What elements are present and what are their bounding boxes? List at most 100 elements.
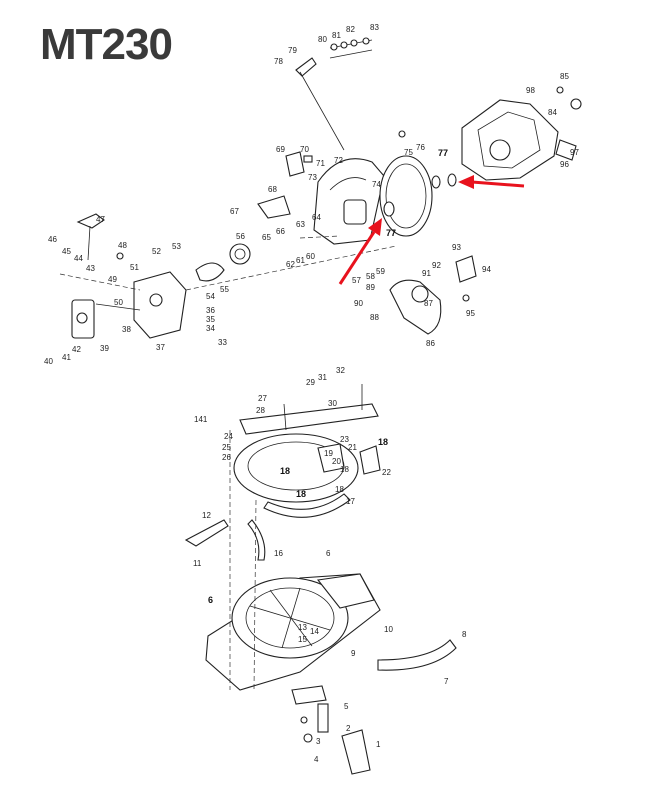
callout-label: 4 <box>314 755 319 764</box>
callout-label: 16 <box>274 549 283 558</box>
callout-label: 88 <box>370 313 379 322</box>
callout-label: 18 <box>335 485 344 494</box>
callout-label: 78 <box>274 57 283 66</box>
callout-label: 52 <box>152 247 161 256</box>
callout-label: 76 <box>416 143 425 152</box>
callout-label: 6 <box>326 549 331 558</box>
callout-label: 63 <box>296 220 305 229</box>
callout-label: 57 <box>352 276 361 285</box>
callout-label: 80 <box>318 35 327 44</box>
callout-label: 95 <box>466 309 475 318</box>
callout-label: 83 <box>370 23 379 32</box>
callout-label: 72 <box>334 156 343 165</box>
callout-label: 79 <box>288 46 297 55</box>
callout-label: 45 <box>62 247 71 256</box>
callout-label: 30 <box>328 399 337 408</box>
arrowhead-right <box>458 175 474 189</box>
callout-label: 28 <box>256 406 265 415</box>
callout-label: 66 <box>276 227 285 236</box>
callout-label: 43 <box>86 264 95 273</box>
callout-label: 19 <box>324 449 333 458</box>
callout-label: 62 <box>286 260 295 269</box>
callout-label: 73 <box>308 173 317 182</box>
callout-label: 50 <box>114 298 123 307</box>
callout-label: 9 <box>351 649 356 658</box>
callout-label: 7 <box>444 677 449 686</box>
callout-label: 3 <box>316 737 321 746</box>
callout-label: 46 <box>48 235 57 244</box>
callout-label: 90 <box>354 299 363 308</box>
callout-label: 36 <box>206 306 215 315</box>
callout-label: 60 <box>306 252 315 261</box>
callout-label: 67 <box>230 207 239 216</box>
callout-label: 141 <box>194 415 208 424</box>
callout-label: 61 <box>296 256 305 265</box>
base-assembly <box>184 430 457 691</box>
callout-label: 84 <box>548 108 557 117</box>
callout-label: 12 <box>202 511 211 520</box>
arrowhead-left <box>368 218 382 236</box>
callout-label: 41 <box>62 353 71 362</box>
callout-label: 5 <box>344 702 349 711</box>
callout-labels: 1 2 3 4 5 6 6 7 8 9 10 11 12 13 14 15 16… <box>44 23 579 764</box>
callout-label: 47 <box>96 215 105 224</box>
callout-label: 21 <box>348 443 357 452</box>
callout-label: 34 <box>206 324 215 333</box>
callout-label: 10 <box>384 625 393 634</box>
callout-label: 24 <box>224 432 233 441</box>
callout-label: 11 <box>193 559 202 568</box>
callout-label: 69 <box>276 145 285 154</box>
callout-label: 74 <box>372 180 381 189</box>
callout-label: 1 <box>376 740 381 749</box>
callout-label: 77 <box>438 148 448 158</box>
callout-label: 17 <box>346 497 355 506</box>
arrow-to-washer-77 <box>471 180 525 188</box>
callout-label: 92 <box>432 261 441 270</box>
callout-label: 81 <box>332 31 341 40</box>
callout-label: 77 <box>386 228 396 238</box>
callout-label: 94 <box>482 265 491 274</box>
arbor-washers <box>398 130 457 189</box>
turntable-assembly <box>233 384 381 518</box>
highlight-arrows <box>338 175 525 285</box>
callout-label: 49 <box>108 275 117 284</box>
clamp-knob <box>291 685 371 775</box>
callout-label: 15 <box>298 635 307 644</box>
callout-label: 8 <box>462 630 467 639</box>
callout-label: 23 <box>340 435 349 444</box>
callout-label: 70 <box>300 145 309 154</box>
callout-label: 26 <box>222 453 231 462</box>
lower-blade-guard <box>389 255 477 335</box>
callout-label: 29 <box>306 378 315 387</box>
callout-label: 68 <box>268 185 277 194</box>
callout-label: 20 <box>332 457 341 466</box>
callout-label: 32 <box>336 366 345 375</box>
callout-label: 86 <box>426 339 435 348</box>
callout-label: 51 <box>130 263 139 272</box>
callout-label: 2 <box>346 724 351 733</box>
handle-linkage <box>295 37 373 151</box>
callout-label: 91 <box>422 269 431 278</box>
callout-label: 89 <box>366 283 375 292</box>
callout-label: 98 <box>526 86 535 95</box>
arrow-to-blade-77 <box>338 231 376 285</box>
callout-label: 65 <box>262 233 271 242</box>
callout-label: 13 <box>298 623 307 632</box>
callout-label: 71 <box>316 159 325 168</box>
callout-label: 96 <box>560 160 569 169</box>
upper-blade-guard <box>313 158 385 245</box>
diagram-title: MT230 <box>40 20 173 69</box>
callout-label: 18 <box>296 489 306 499</box>
callout-label: 44 <box>74 254 83 263</box>
callout-label: 6 <box>208 595 213 605</box>
callout-label: 18 <box>378 437 388 447</box>
callout-label: 35 <box>206 315 215 324</box>
callout-label: 48 <box>118 241 127 250</box>
callout-label: 85 <box>560 72 569 81</box>
callout-label: 38 <box>122 325 131 334</box>
callout-label: 39 <box>100 344 109 353</box>
callout-label: 33 <box>218 338 227 347</box>
saw-blade <box>379 155 433 237</box>
callout-label: 97 <box>570 148 579 157</box>
